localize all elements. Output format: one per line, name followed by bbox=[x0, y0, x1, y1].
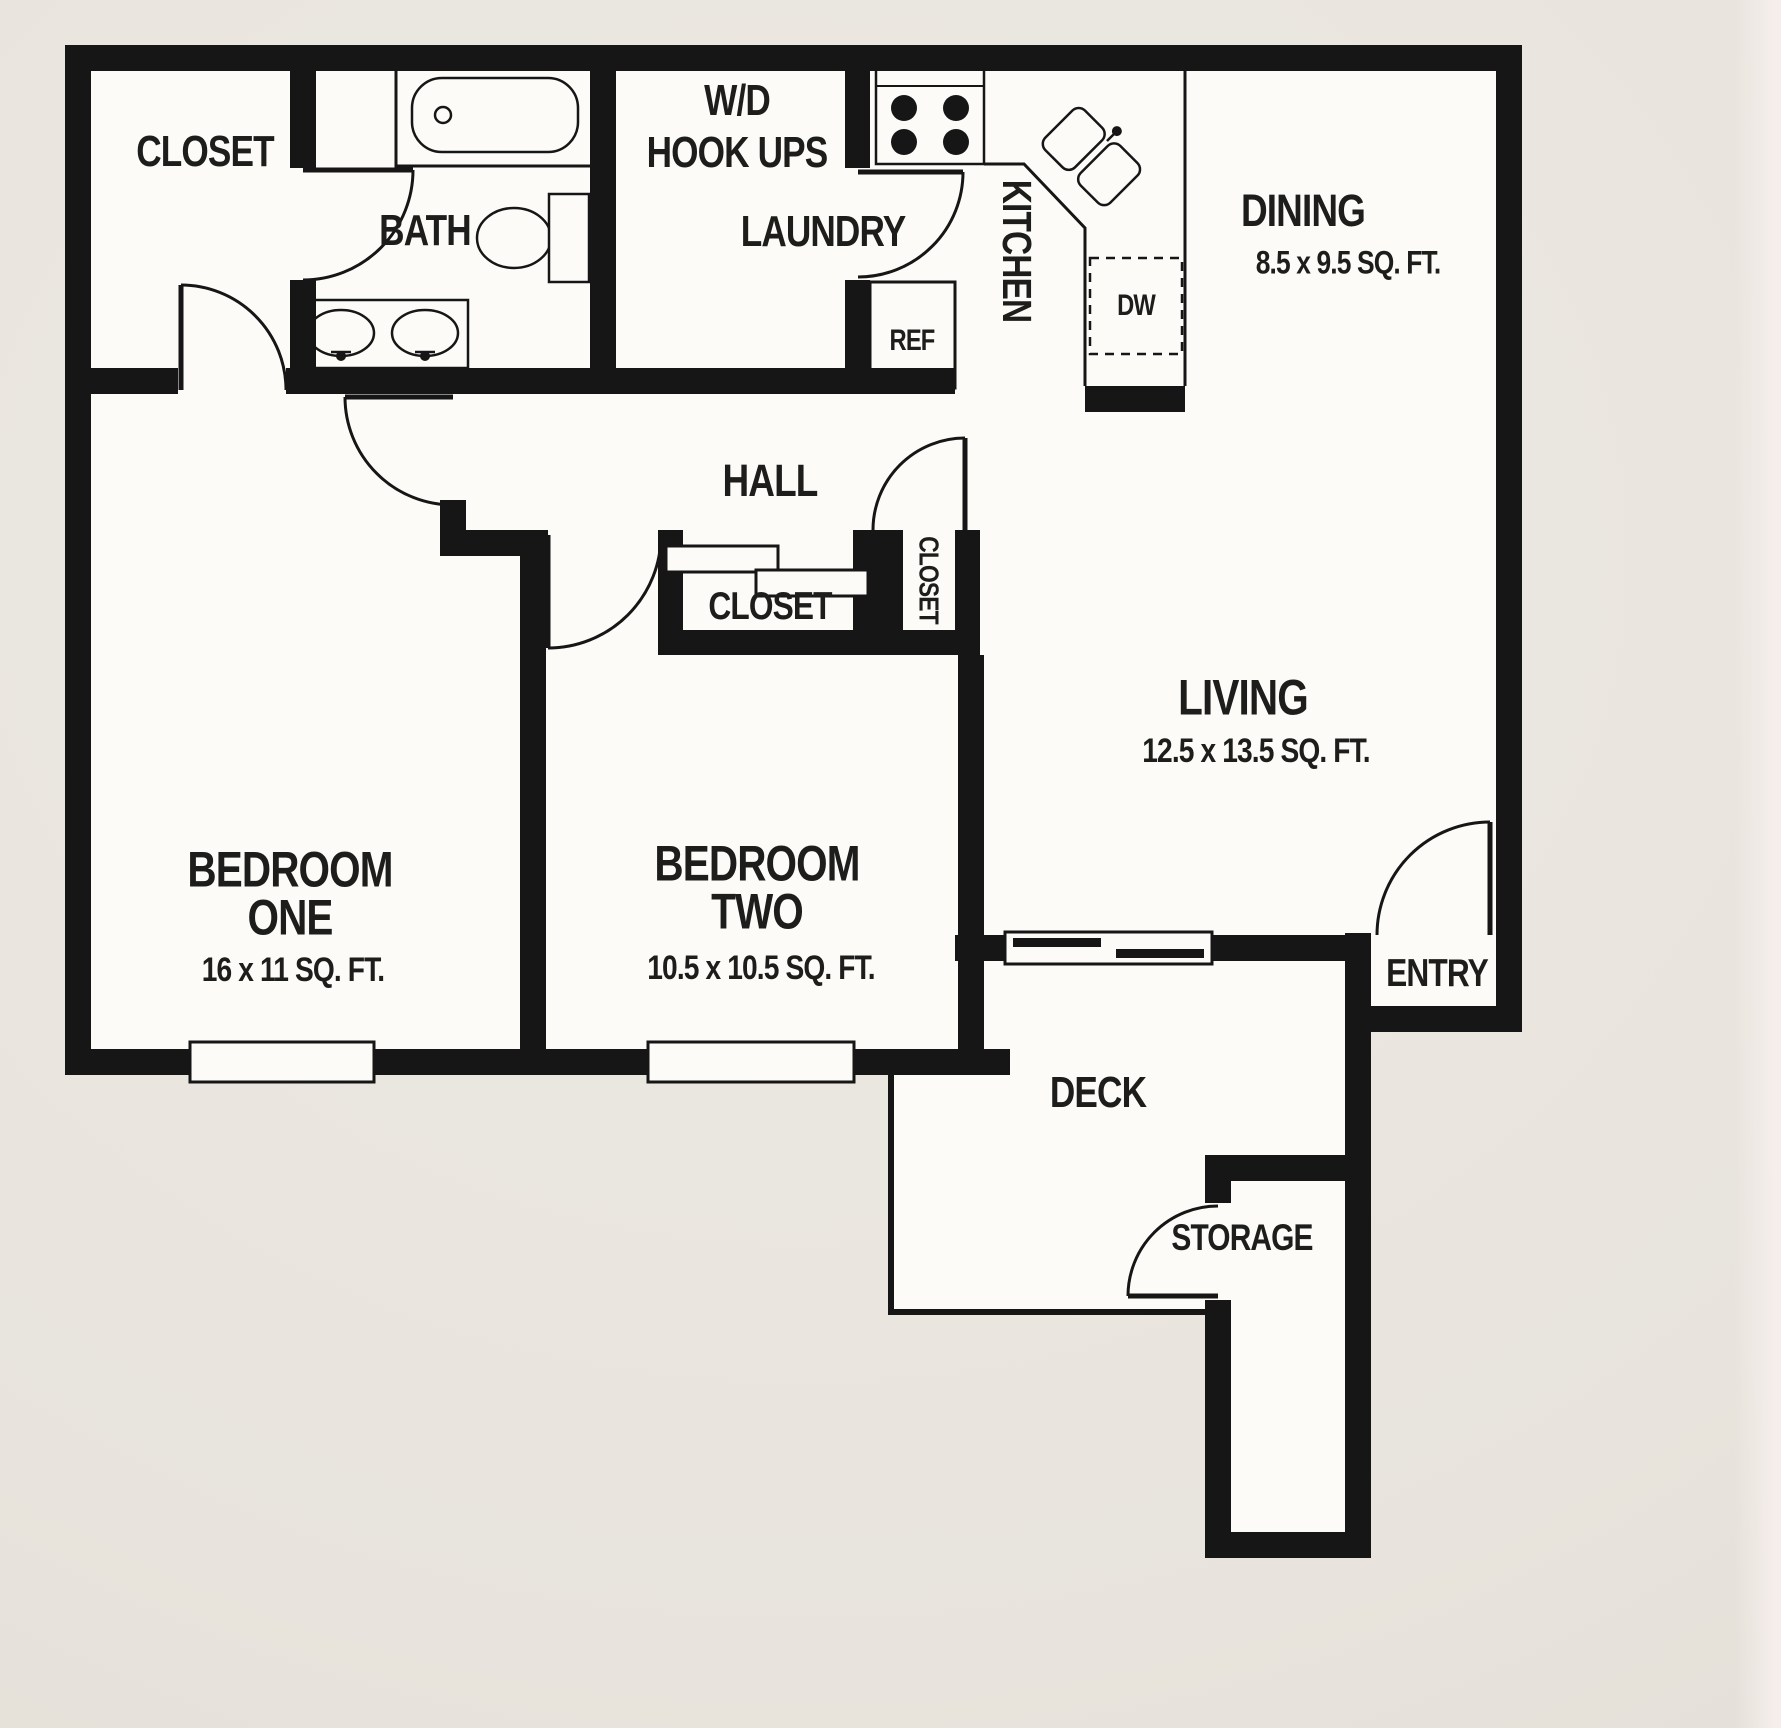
wall-segment bbox=[1205, 1155, 1231, 1203]
laundry-hookups-line1: W/D bbox=[704, 77, 771, 125]
stove bbox=[874, 64, 986, 166]
storage-door bbox=[1126, 1204, 1219, 1299]
laundry-door bbox=[857, 169, 965, 279]
entry-label: ENTRY bbox=[1386, 950, 1489, 995]
wall-segment bbox=[852, 1049, 1010, 1075]
closet-top-left-door bbox=[178, 283, 288, 391]
bedroom-one-dimensions: 16 x 11 SQ. FT. bbox=[201, 949, 385, 989]
wall-segment bbox=[958, 655, 984, 1075]
wall-segment bbox=[290, 280, 316, 394]
dining-dimensions: 8.5 x 9.5 SQ. FT. bbox=[1255, 245, 1441, 282]
bath-door bbox=[302, 167, 415, 282]
bedroom-two-door bbox=[545, 534, 663, 650]
wall-segment bbox=[878, 630, 980, 655]
wall-segment bbox=[372, 1049, 650, 1075]
laundry-label: LAUNDRY bbox=[740, 208, 906, 256]
laundry-hookups-line2: HOOK UPS bbox=[646, 129, 829, 177]
bedroom-two-window bbox=[646, 1040, 856, 1084]
living-dimensions: 12.5 x 13.5 SQ. FT. bbox=[1142, 730, 1370, 770]
deck-label: DECK bbox=[1049, 1069, 1147, 1117]
wall-segment bbox=[845, 71, 870, 168]
refrigerator-label: REF bbox=[889, 324, 936, 357]
wall-segment bbox=[1496, 45, 1522, 1032]
wall-segment bbox=[520, 530, 546, 1075]
hall-label: HALL bbox=[722, 455, 818, 506]
bedroom-two-dimensions: 10.5 x 10.5 SQ. FT. bbox=[647, 947, 875, 987]
deck-outline bbox=[888, 1075, 1208, 1315]
wall-segment bbox=[440, 500, 466, 556]
floor-footprint bbox=[65, 45, 1522, 1558]
wall-segment bbox=[1205, 1300, 1231, 1558]
wall-segment bbox=[845, 280, 870, 368]
bedroom-two-label-line2: TWO bbox=[711, 882, 804, 940]
storage-label: STORAGE bbox=[1171, 1217, 1313, 1259]
wall-segment bbox=[65, 45, 1522, 71]
entry-door bbox=[1375, 820, 1493, 936]
kitchen-label: KITCHEN bbox=[993, 179, 1039, 323]
wall-segment bbox=[286, 368, 955, 394]
wall-segment bbox=[1345, 933, 1371, 1558]
deck-sliding-door bbox=[1003, 930, 1214, 966]
hall-closet-label: CLOSET bbox=[708, 583, 832, 628]
dining-label: DINING bbox=[1240, 185, 1366, 236]
dishwasher-box bbox=[1088, 256, 1184, 356]
wall-segment bbox=[658, 630, 878, 655]
hall-closet-sliding-doors bbox=[664, 544, 870, 598]
bedroom-one-door bbox=[343, 394, 454, 507]
wall-segment bbox=[65, 45, 91, 1075]
living-closet-door bbox=[871, 436, 968, 531]
bedroom-two-label-line1: BEDROOM bbox=[654, 834, 860, 892]
kitchen-sink bbox=[1041, 106, 1142, 207]
wall-segment bbox=[1205, 1532, 1371, 1558]
closet-top-left-label: CLOSET bbox=[136, 128, 274, 176]
bedroom-one-label-line1: BEDROOM bbox=[187, 840, 393, 898]
wall-segment bbox=[290, 71, 316, 168]
wall-segment bbox=[1210, 935, 1370, 961]
living-closet-label: CLOSET bbox=[912, 536, 946, 624]
wall-segment bbox=[65, 1049, 192, 1075]
wall-segment bbox=[65, 368, 178, 394]
wall-segment bbox=[590, 45, 616, 394]
bedroom-one-label-line2: ONE bbox=[247, 888, 333, 946]
wall-segment bbox=[1085, 386, 1185, 412]
bath-label: BATH bbox=[379, 207, 472, 255]
bedroom-one-window bbox=[188, 1040, 376, 1084]
living-label: LIVING bbox=[1178, 668, 1309, 726]
kitchen-counter bbox=[984, 71, 1187, 386]
dishwasher-label: DW bbox=[1117, 289, 1156, 322]
toilet bbox=[475, 192, 591, 284]
bathtub bbox=[394, 62, 594, 168]
wall-segment bbox=[1368, 1006, 1522, 1032]
bath-vanity-sinks bbox=[294, 298, 470, 370]
